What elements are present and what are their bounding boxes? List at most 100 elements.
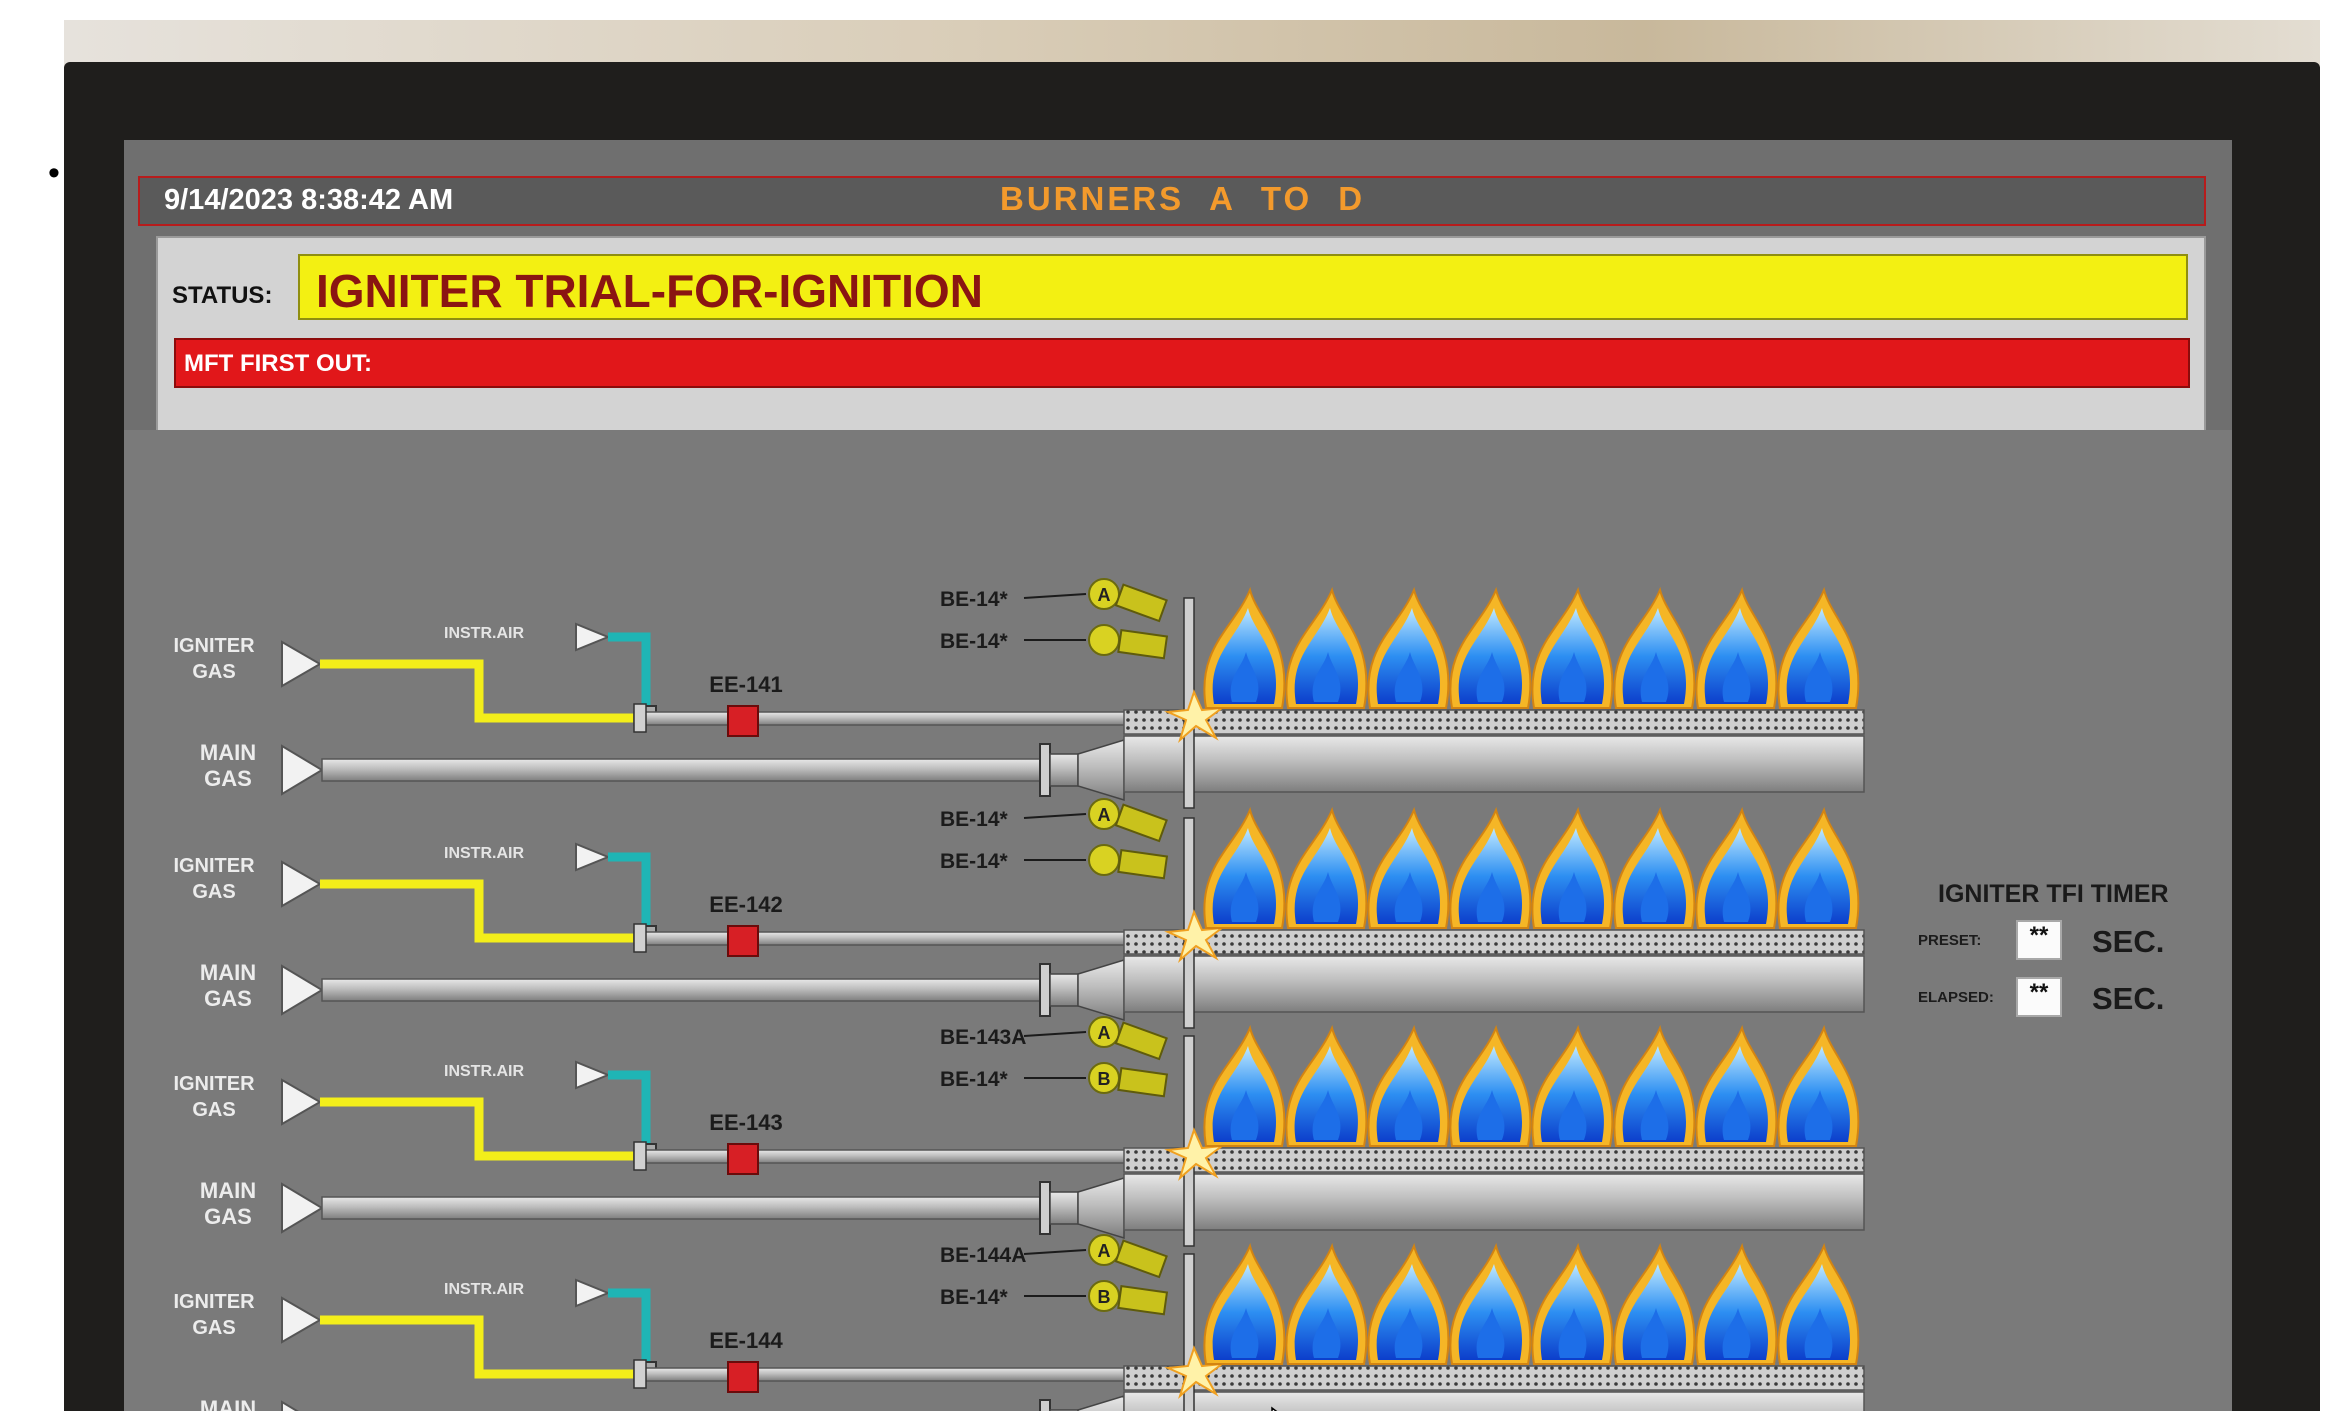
igniter-valve-icon bbox=[727, 1361, 759, 1393]
igniter-fitting-icon bbox=[633, 1141, 647, 1171]
flame-inner-icon bbox=[1804, 872, 1833, 922]
flame-core-icon bbox=[1212, 1264, 1277, 1360]
igniter-valve-icon bbox=[727, 1143, 759, 1175]
scanner-body-icon bbox=[1117, 848, 1169, 880]
flame-core-icon bbox=[1212, 1046, 1277, 1142]
flame-core-icon bbox=[1622, 828, 1687, 924]
instr-air-label: INSTR.AIR bbox=[444, 625, 524, 642]
instr-air-pipe bbox=[608, 852, 651, 926]
scanner-letter: B bbox=[1098, 1069, 1111, 1089]
status-value: IGNITER TRIAL-FOR-IGNITION bbox=[316, 265, 983, 317]
igniter-gas-label: IGNITER bbox=[173, 855, 255, 877]
flame-core-icon bbox=[1622, 1264, 1687, 1360]
scanner-tag: BE-14* bbox=[940, 1068, 1009, 1091]
main-gas-label: MAIN bbox=[200, 1396, 256, 1411]
preset-value[interactable]: ** bbox=[2016, 920, 2062, 960]
elapsed-unit: SEC. bbox=[2092, 981, 2165, 1016]
scanner-leader-line bbox=[1023, 1031, 1087, 1037]
burner-nozzle-icon bbox=[1077, 738, 1125, 802]
flame-core-icon bbox=[1786, 1046, 1851, 1142]
main-gas-label: GAS bbox=[204, 1204, 252, 1229]
flame-core-icon bbox=[1376, 1046, 1441, 1142]
valve-tag: EE-144 bbox=[709, 1328, 783, 1353]
flame-core-icon bbox=[1376, 828, 1441, 924]
status-label: STATUS: bbox=[172, 282, 273, 309]
flame-core-icon bbox=[1376, 1264, 1441, 1360]
flame-inner-icon bbox=[1476, 1308, 1505, 1358]
valve-tag: EE-142 bbox=[709, 892, 782, 917]
instr-air-arrow-icon bbox=[575, 1278, 611, 1308]
flame-core-icon bbox=[1212, 608, 1277, 704]
igniter-gas-label: IGNITER bbox=[173, 1291, 255, 1313]
scanner-tag: BE-14* bbox=[940, 1286, 1009, 1309]
flame-inner-icon bbox=[1640, 872, 1669, 922]
flame-core-icon bbox=[1540, 608, 1605, 704]
flame-inner-icon bbox=[1640, 1090, 1669, 1140]
flame-scanner-icon bbox=[1088, 624, 1120, 656]
scanner-leader-line bbox=[1023, 813, 1087, 819]
flame-inner-icon bbox=[1394, 1308, 1423, 1358]
status-bar: IGNITER TRIAL-FOR-IGNITION bbox=[298, 254, 2188, 320]
main-gas-flange-icon bbox=[1039, 963, 1051, 1017]
flame-core-icon bbox=[1704, 1264, 1769, 1360]
flame-inner-icon bbox=[1804, 1308, 1833, 1358]
scanner-leader-line bbox=[1023, 1249, 1087, 1255]
flame-core-icon bbox=[1458, 1264, 1523, 1360]
flame-core-icon bbox=[1622, 1046, 1687, 1142]
burner-nozzle-icon bbox=[1077, 958, 1125, 1022]
instr-air-label: INSTR.AIR bbox=[444, 845, 524, 862]
flame-core-icon bbox=[1704, 608, 1769, 704]
instr-air-label: INSTR.AIR bbox=[444, 1281, 524, 1298]
burner-2: IGNITERGASMAINGASINSTR.AIREE-142BE-14*AB… bbox=[173, 798, 1865, 1029]
igniter-gas-label: GAS bbox=[192, 661, 235, 683]
instr-air-pipe bbox=[608, 1288, 651, 1362]
burner-body bbox=[1123, 1173, 1865, 1231]
preset-unit: SEC. bbox=[2092, 924, 2165, 959]
main-gas-arrow-icon bbox=[281, 1400, 299, 1411]
burner-body bbox=[1123, 955, 1865, 1013]
igniter-tfi-timer: IGNITER TFI TIMER PRESET: ** SEC. ELAPSE… bbox=[1904, 880, 2194, 1060]
burner-perforated-runner bbox=[1123, 1147, 1865, 1173]
mft-first-out-label: MFT FIRST OUT: bbox=[184, 350, 372, 377]
flame-core-icon bbox=[1458, 608, 1523, 704]
flame-inner-icon bbox=[1722, 652, 1751, 702]
igniter-gas-label: GAS bbox=[192, 881, 235, 903]
instr-air-arrow-icon bbox=[575, 622, 611, 652]
flame-inner-icon bbox=[1558, 652, 1587, 702]
main-gas-arrow-icon bbox=[281, 1182, 324, 1234]
flame-inner-icon bbox=[1230, 1090, 1259, 1140]
flame-inner-icon bbox=[1394, 1090, 1423, 1140]
flame-core-icon bbox=[1294, 608, 1359, 704]
flame-inner-icon bbox=[1804, 1090, 1833, 1140]
igniter-fitting-icon bbox=[633, 703, 647, 733]
main-gas-pipe bbox=[321, 1196, 1043, 1220]
elapsed-row: ELAPSED: ** SEC. bbox=[1904, 977, 2194, 1017]
flame-core-icon bbox=[1294, 1046, 1359, 1142]
flame-inner-icon bbox=[1476, 872, 1505, 922]
burner-body bbox=[1123, 735, 1865, 793]
flame-inner-icon bbox=[1394, 652, 1423, 702]
flame-core-icon bbox=[1540, 1046, 1605, 1142]
igniter-gas-label: GAS bbox=[192, 1317, 235, 1339]
preset-label: PRESET: bbox=[1918, 932, 1982, 949]
flame-core-icon bbox=[1376, 608, 1441, 704]
flame-core-icon bbox=[1458, 1046, 1523, 1142]
igniter-fitting-icon bbox=[633, 1359, 647, 1389]
main-gas-arrow-icon bbox=[281, 744, 324, 796]
scanner-body-icon bbox=[1114, 1239, 1168, 1279]
main-gas-label: MAIN bbox=[200, 740, 256, 765]
scanner-tag: BE-14* bbox=[940, 808, 1009, 831]
scanner-leader-line bbox=[1023, 593, 1087, 599]
scanner-body-icon bbox=[1117, 1066, 1169, 1098]
instr-air-arrow-icon bbox=[575, 1060, 611, 1090]
elapsed-value: ** bbox=[2016, 977, 2062, 1017]
mouse-cursor-icon bbox=[1271, 1406, 1278, 1411]
flame-inner-icon bbox=[1804, 652, 1833, 702]
main-gas-fitting-icon bbox=[1049, 1191, 1079, 1225]
flame-inner-icon bbox=[1722, 1308, 1751, 1358]
flame-inner-icon bbox=[1558, 1308, 1587, 1358]
flame-core-icon bbox=[1294, 1264, 1359, 1360]
main-gas-fitting-icon bbox=[1049, 753, 1079, 787]
flame-inner-icon bbox=[1394, 872, 1423, 922]
scanner-tag: BE-144A bbox=[940, 1244, 1026, 1267]
